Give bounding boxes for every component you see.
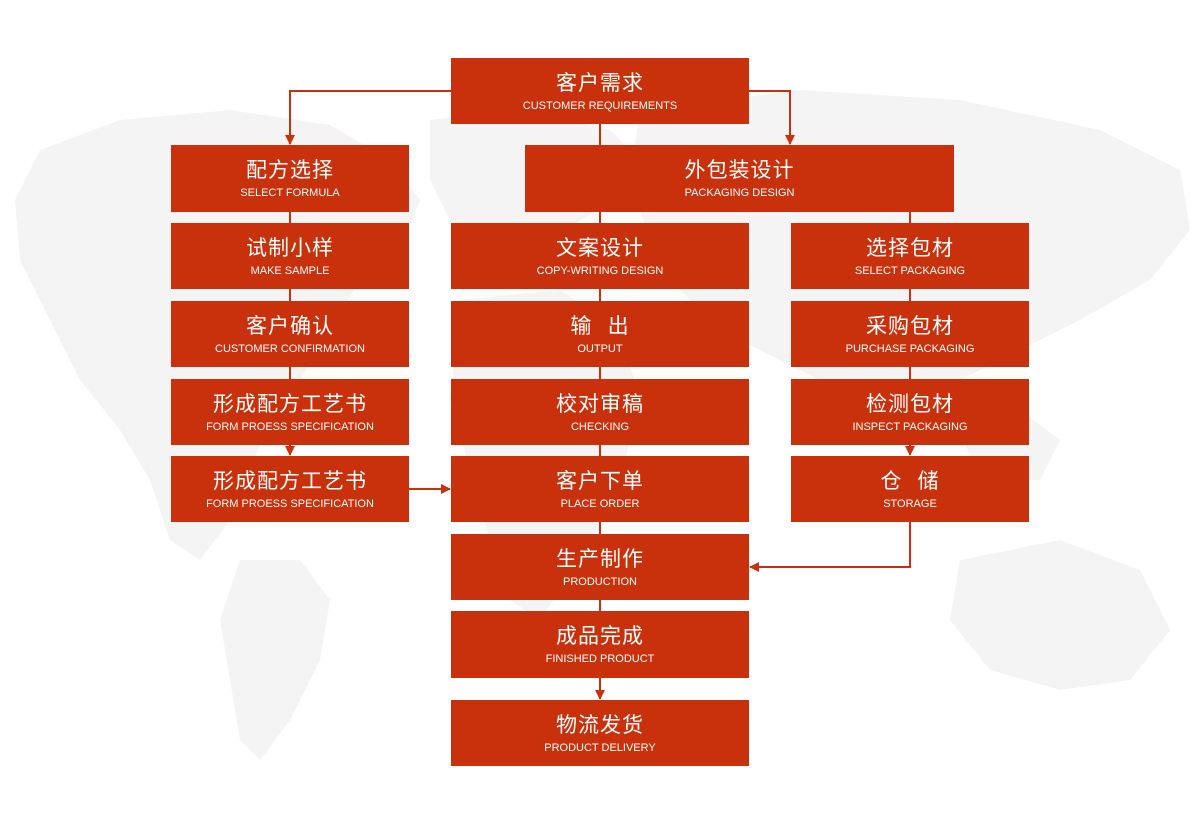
node-form-process-spec-1: 形成配方工艺书 FORM PROESS SPECIFICATION <box>171 379 409 445</box>
node-finished-product: 成品完成 FINISHED PRODUCT <box>451 611 749 678</box>
node-make-sample: 试制小样 MAKE SAMPLE <box>171 223 409 289</box>
node-form-process-spec-2: 形成配方工艺书 FORM PROESS SPECIFICATION <box>171 456 409 522</box>
node-title: 成品完成 <box>556 624 644 648</box>
node-title: 外包装设计 <box>684 158 795 182</box>
node-output: 输 出 OUTPUT <box>451 301 749 367</box>
node-customer-confirmation: 客户确认 CUSTOMER CONFIRMATION <box>171 301 409 367</box>
node-subtitle: OUTPUT <box>577 342 623 355</box>
node-storage: 仓 储 STORAGE <box>791 456 1029 522</box>
node-checking: 校对审稿 CHECKING <box>451 379 749 445</box>
node-subtitle: CHECKING <box>570 420 630 433</box>
node-title: 采购包材 <box>866 313 954 338</box>
node-subtitle: MAKE SAMPLE <box>250 264 330 277</box>
node-subtitle: CUSTOMER CONFIRMATION <box>215 342 365 355</box>
node-subtitle: COPY-WRITING DESIGN <box>536 264 664 277</box>
node-place-order: 客户下单 PLACE ORDER <box>451 456 749 522</box>
node-copy-writing-design: 文案设计 COPY-WRITING DESIGN <box>451 223 749 289</box>
node-title: 客户需求 <box>556 70 644 95</box>
node-subtitle: FORM PROESS SPECIFICATION <box>206 497 374 510</box>
node-subtitle: PRODUCT DELIVERY <box>544 741 656 754</box>
node-product-delivery: 物流发货 PRODUCT DELIVERY <box>451 700 749 766</box>
node-subtitle: FINISHED PRODUCT <box>545 653 655 665</box>
node-title: 生产制作 <box>556 546 644 571</box>
node-subtitle: INSPECT PACKAGING <box>852 420 968 433</box>
node-subtitle: STORAGE <box>883 497 937 510</box>
node-subtitle: CUSTOMER REQUIREMENTS <box>522 99 678 112</box>
node-subtitle: FORM PROESS SPECIFICATION <box>206 420 374 433</box>
node-title: 配方选择 <box>246 158 334 182</box>
node-subtitle: SELECT FORMULA <box>240 187 340 199</box>
node-production: 生产制作 PRODUCTION <box>451 534 749 600</box>
node-title: 检测包材 <box>866 391 954 416</box>
node-title: 仓 储 <box>880 468 940 493</box>
node-title: 校对审稿 <box>556 391 644 416</box>
node-inspect-packaging: 检测包材 INSPECT PACKAGING <box>791 379 1029 445</box>
node-title: 选择包材 <box>866 235 954 260</box>
node-select-formula: 配方选择 SELECT FORMULA <box>171 145 409 212</box>
node-customer-requirements: 客户需求 CUSTOMER REQUIREMENTS <box>451 58 749 124</box>
node-title: 物流发货 <box>556 712 644 737</box>
node-title: 文案设计 <box>556 235 644 260</box>
node-subtitle: PACKAGING DESIGN <box>684 187 795 199</box>
node-title: 形成配方工艺书 <box>213 391 367 416</box>
node-subtitle: SELECT PACKAGING <box>854 264 966 277</box>
node-title: 试制小样 <box>246 235 334 260</box>
node-packaging-design: 外包装设计 PACKAGING DESIGN <box>525 145 954 212</box>
node-select-packaging: 选择包材 SELECT PACKAGING <box>791 223 1029 289</box>
node-subtitle: PURCHASE PACKAGING <box>845 342 975 355</box>
node-purchase-packaging: 采购包材 PURCHASE PACKAGING <box>791 301 1029 367</box>
node-title: 输 出 <box>570 313 630 338</box>
node-title: 客户下单 <box>556 468 644 493</box>
node-title: 形成配方工艺书 <box>213 468 367 493</box>
node-title: 客户确认 <box>246 313 334 338</box>
node-subtitle: PLACE ORDER <box>560 497 640 510</box>
node-subtitle: PRODUCTION <box>563 575 637 588</box>
